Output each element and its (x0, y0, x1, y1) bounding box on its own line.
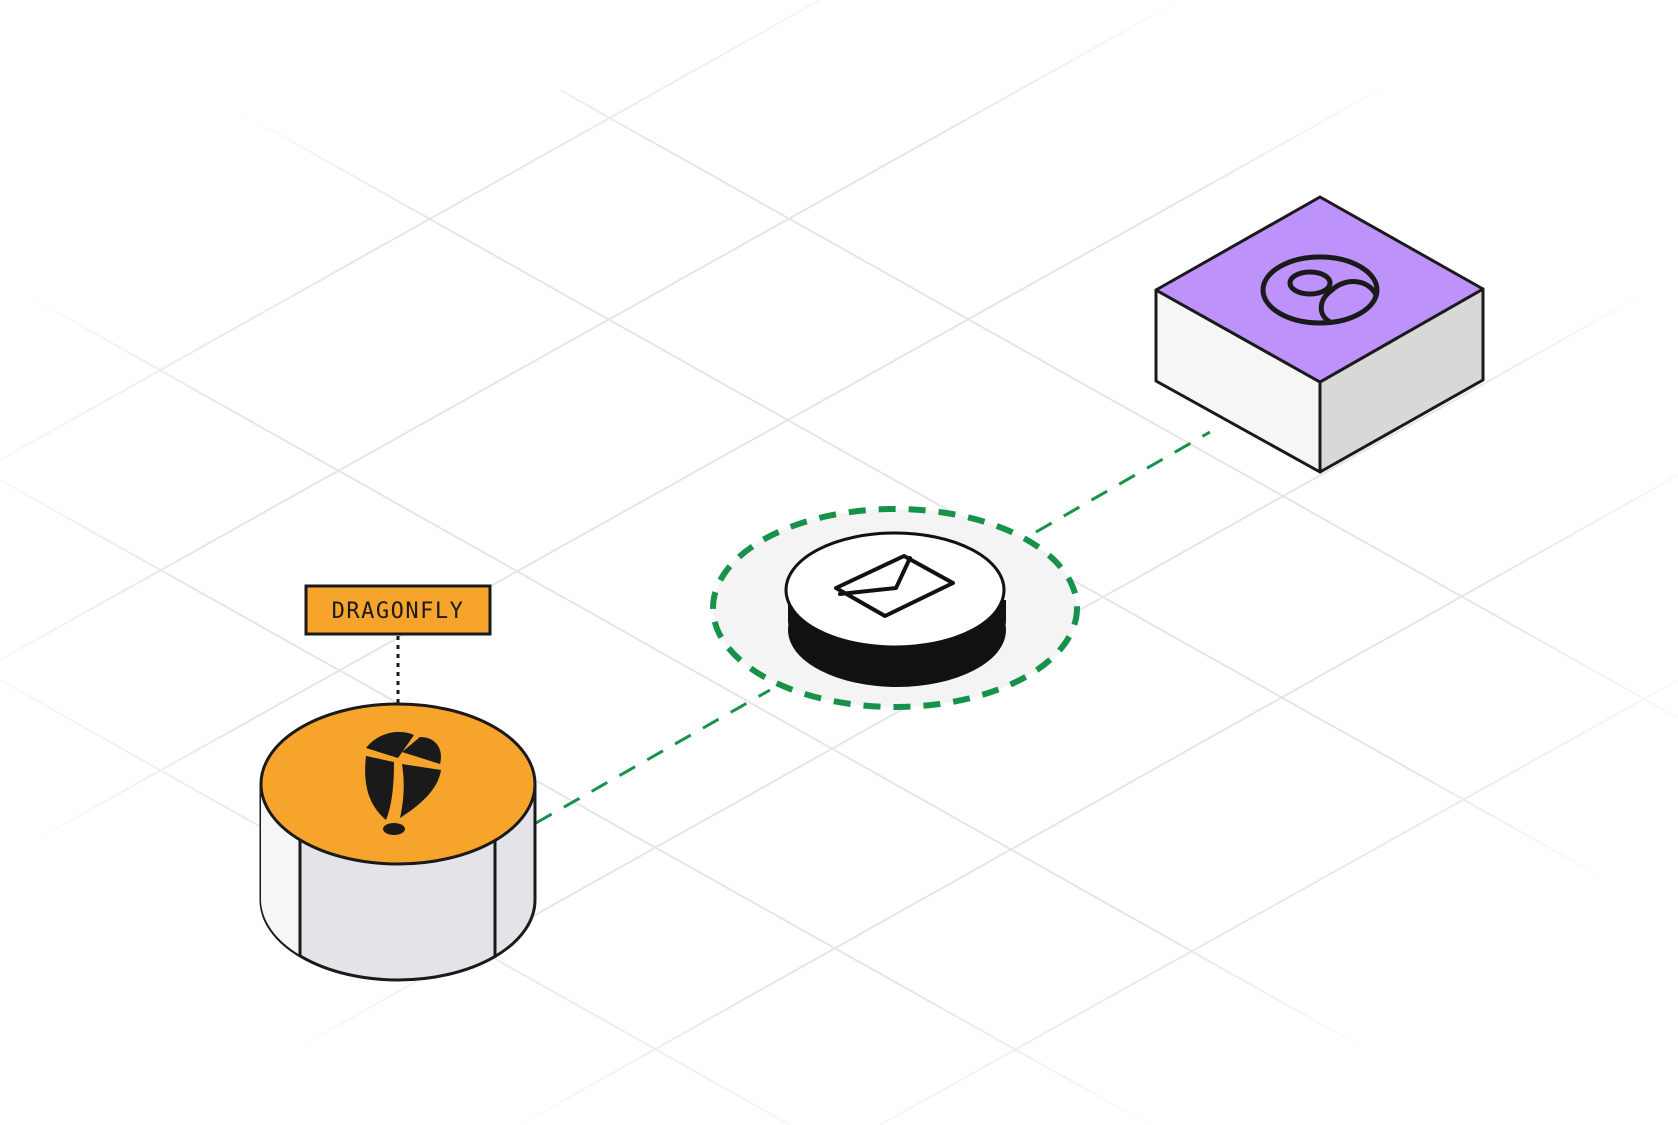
connection-lines (535, 430, 1211, 825)
database-cylinder[interactable] (259, 702, 537, 982)
dragonfly-logo-icon (365, 731, 441, 835)
dragonfly-label-tag: DRAGONFLY (304, 584, 492, 720)
envelope-icon (834, 554, 955, 618)
dragonfly-label: DRAGONFLY (332, 599, 465, 624)
service-box[interactable] (1154, 195, 1485, 474)
users-icon (1260, 254, 1380, 326)
message-node[interactable] (710, 506, 1080, 710)
connection-database-to-message (535, 688, 771, 825)
connection-message-to-service (1035, 430, 1211, 534)
